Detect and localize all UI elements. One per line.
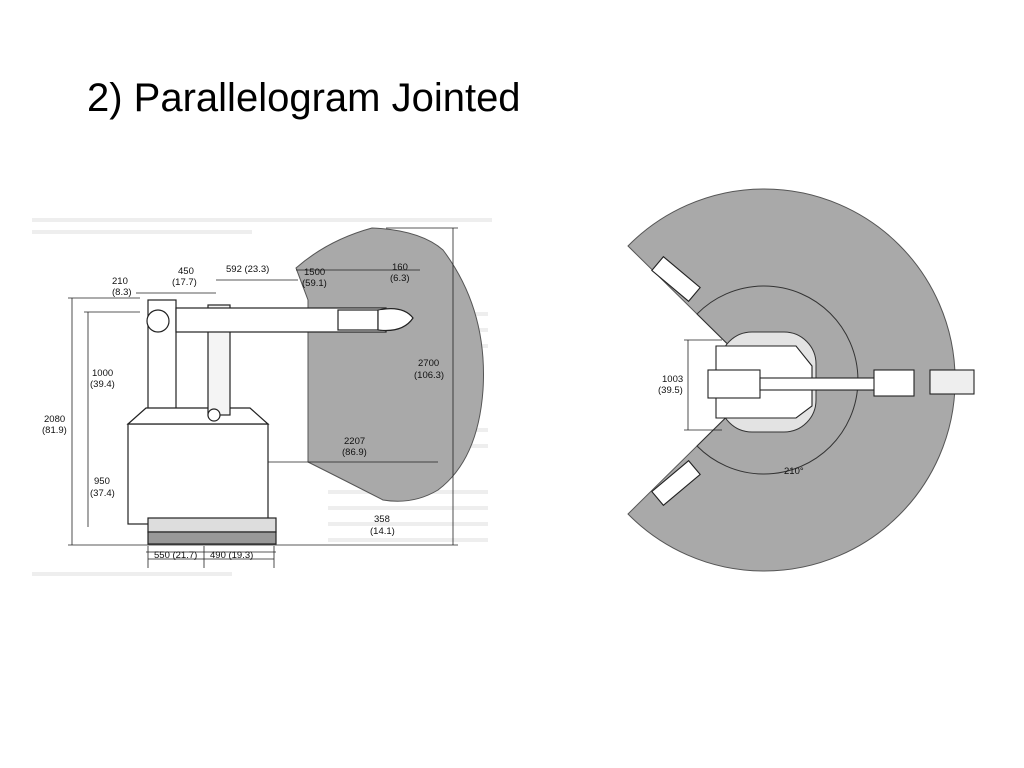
label-160: 160 bbox=[392, 262, 408, 273]
label-358-in: (14.1) bbox=[370, 526, 395, 537]
label-450-in: (17.7) bbox=[172, 277, 197, 288]
label-160-in: (6.3) bbox=[390, 273, 410, 284]
label-1003: 1003 bbox=[662, 374, 683, 385]
top-view-diagram: 1003 (39.5) 210° bbox=[612, 180, 992, 590]
label-1500: 1500 bbox=[304, 267, 325, 278]
label-1003-in: (39.5) bbox=[658, 385, 683, 396]
label-550: 550 (21.7) bbox=[154, 550, 197, 561]
label-2080-in: (81.9) bbox=[42, 425, 67, 436]
robot-top bbox=[651, 255, 975, 507]
dimension-lines bbox=[68, 227, 458, 568]
label-210: 210 bbox=[112, 276, 128, 287]
label-210-in: (8.3) bbox=[112, 287, 132, 298]
robot-body bbox=[126, 299, 414, 545]
label-2207-in: (86.9) bbox=[342, 447, 367, 458]
label-592: 592 (23.3) bbox=[226, 264, 269, 275]
label-2700: 2700 bbox=[418, 358, 439, 369]
top-dimension-lines bbox=[684, 339, 722, 431]
label-490: 490 (19.3) bbox=[210, 550, 253, 561]
label-1500-in: (59.1) bbox=[302, 278, 327, 289]
label-950: 950 bbox=[94, 476, 110, 487]
label-358: 358 bbox=[374, 514, 390, 525]
label-2080: 2080 bbox=[44, 414, 65, 425]
label-950-in: (37.4) bbox=[90, 488, 115, 499]
label-450: 450 bbox=[178, 266, 194, 277]
label-1000: 1000 bbox=[92, 368, 113, 379]
label-2207: 2207 bbox=[344, 436, 365, 447]
side-view-svg: 210 (8.3) 450 (17.7) 592 (23.3) 1500 (59… bbox=[32, 218, 492, 576]
side-view-diagram: 210 (8.3) 450 (17.7) 592 (23.3) 1500 (59… bbox=[28, 200, 508, 590]
top-view-svg: 1003 (39.5) 210° bbox=[627, 188, 975, 572]
label-angle: 210° bbox=[784, 466, 804, 477]
label-1000-in: (39.4) bbox=[90, 379, 115, 390]
label-2700-in: (106.3) bbox=[414, 370, 444, 381]
work-envelope bbox=[295, 227, 484, 502]
slide-title: 2) Parallelogram Jointed bbox=[87, 76, 521, 120]
